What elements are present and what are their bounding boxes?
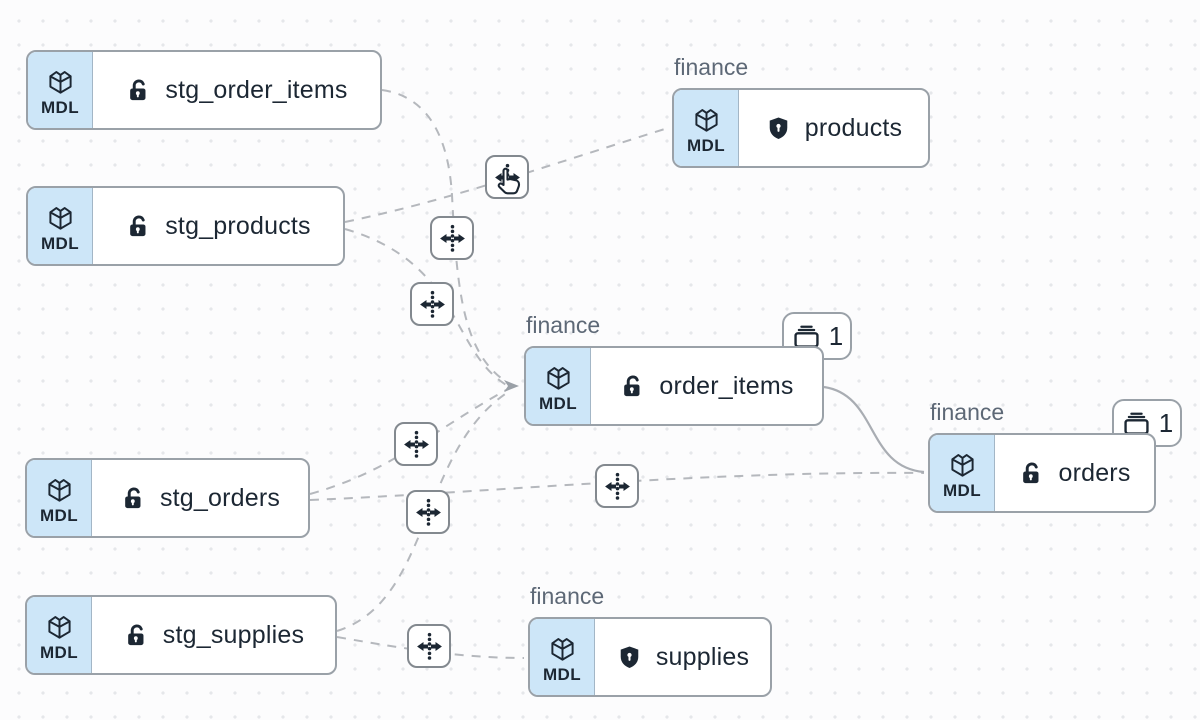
edge-stg_supplies-to-supplies <box>336 636 525 659</box>
cube-icon <box>546 632 579 665</box>
model-name-area: stg_supplies <box>92 597 335 673</box>
expand-horizontal-dotted-icon <box>493 163 522 192</box>
expand-horizontal-dotted-icon <box>438 224 467 253</box>
model-type-label: MDL <box>39 505 79 525</box>
model-node-stg_orders[interactable]: MDL stg_orders <box>25 458 310 538</box>
edge-order_items-to-orders <box>823 385 925 474</box>
expand-horizontal-dotted-icon <box>415 632 444 661</box>
model-name-label: stg_products <box>165 211 311 240</box>
model-type-label: MDL <box>942 480 982 500</box>
model-name-area: order_items <box>591 348 822 424</box>
model-name-area: stg_orders <box>92 460 308 536</box>
model-name-area: products <box>739 90 928 166</box>
expand-edge-button[interactable] <box>394 422 438 466</box>
count-value: 1 <box>828 321 844 351</box>
lock-open-icon <box>125 213 152 240</box>
cube-icon <box>690 103 723 136</box>
cube-icon <box>44 201 77 234</box>
model-type-tag: MDL <box>28 52 93 128</box>
model-type-tag: MDL <box>27 597 92 673</box>
lock-open-icon <box>123 622 150 649</box>
model-type-label: MDL <box>542 664 582 684</box>
cube-icon <box>946 448 979 481</box>
model-type-tag: MDL <box>28 188 93 264</box>
expand-horizontal-dotted-icon <box>414 498 443 527</box>
expand-horizontal-dotted-icon <box>402 430 431 459</box>
model-node-stg_order_items[interactable]: MDL stg_order_items <box>26 50 382 130</box>
lock-open-icon <box>120 485 147 512</box>
group-label-orders: finance <box>930 399 1005 425</box>
group-label-supplies: finance <box>530 583 605 609</box>
shield-lock-icon <box>765 115 792 142</box>
model-name-label: stg_order_items <box>165 75 348 104</box>
model-name-area: supplies <box>595 619 770 695</box>
lock-open-icon <box>1018 460 1045 487</box>
edge-stg_products-to-order_items <box>344 228 509 387</box>
model-type-label: MDL <box>39 642 79 662</box>
edge-arrowhead <box>504 380 519 392</box>
model-name-label: products <box>804 113 903 142</box>
expand-edge-button[interactable] <box>595 464 639 508</box>
expand-edge-button[interactable] <box>430 216 474 260</box>
model-type-tag: MDL <box>930 435 995 511</box>
model-type-tag: MDL <box>27 460 92 536</box>
model-name-label: orders <box>1058 458 1131 487</box>
lock-open-icon <box>619 373 646 400</box>
model-node-order_items[interactable]: MDL order_items <box>524 346 824 426</box>
expand-edge-button[interactable] <box>485 155 529 199</box>
expand-horizontal-dotted-icon <box>418 290 447 319</box>
model-type-tag: MDL <box>530 619 595 695</box>
model-name-label: supplies <box>655 642 750 671</box>
model-node-supplies[interactable]: MDL supplies <box>528 617 772 697</box>
model-name-area: stg_products <box>93 188 343 264</box>
stack-icon <box>791 324 822 349</box>
model-node-stg_supplies[interactable]: MDL stg_supplies <box>25 595 337 675</box>
cube-icon <box>43 610 76 643</box>
model-node-products[interactable]: MDL products <box>672 88 930 168</box>
model-name-label: stg_supplies <box>162 620 305 649</box>
expand-edge-button[interactable] <box>406 490 450 534</box>
cube-icon <box>542 361 575 394</box>
model-type-tag: MDL <box>526 348 591 424</box>
expand-horizontal-dotted-icon <box>603 472 632 501</box>
count-value: 1 <box>1158 408 1174 438</box>
model-node-stg_products[interactable]: MDL stg_products <box>26 186 345 266</box>
model-node-orders[interactable]: MDL orders <box>928 433 1156 513</box>
model-type-label: MDL <box>40 233 80 253</box>
model-type-label: MDL <box>538 393 578 413</box>
expand-edge-button[interactable] <box>407 624 451 668</box>
expand-edge-button[interactable] <box>410 282 454 326</box>
model-name-area: orders <box>995 435 1154 511</box>
model-type-label: MDL <box>40 97 80 117</box>
model-type-label: MDL <box>686 135 726 155</box>
cube-icon <box>43 473 76 506</box>
model-name-area: stg_order_items <box>93 52 380 128</box>
model-name-label: stg_orders <box>159 483 281 512</box>
group-label-order_items: finance <box>526 312 601 338</box>
shield-lock-icon <box>616 644 643 671</box>
group-label-products: finance <box>674 54 749 80</box>
cube-icon <box>44 65 77 98</box>
stack-icon <box>1121 411 1152 436</box>
lock-open-icon <box>125 77 152 104</box>
model-type-tag: MDL <box>674 90 739 166</box>
model-name-label: order_items <box>659 371 794 400</box>
